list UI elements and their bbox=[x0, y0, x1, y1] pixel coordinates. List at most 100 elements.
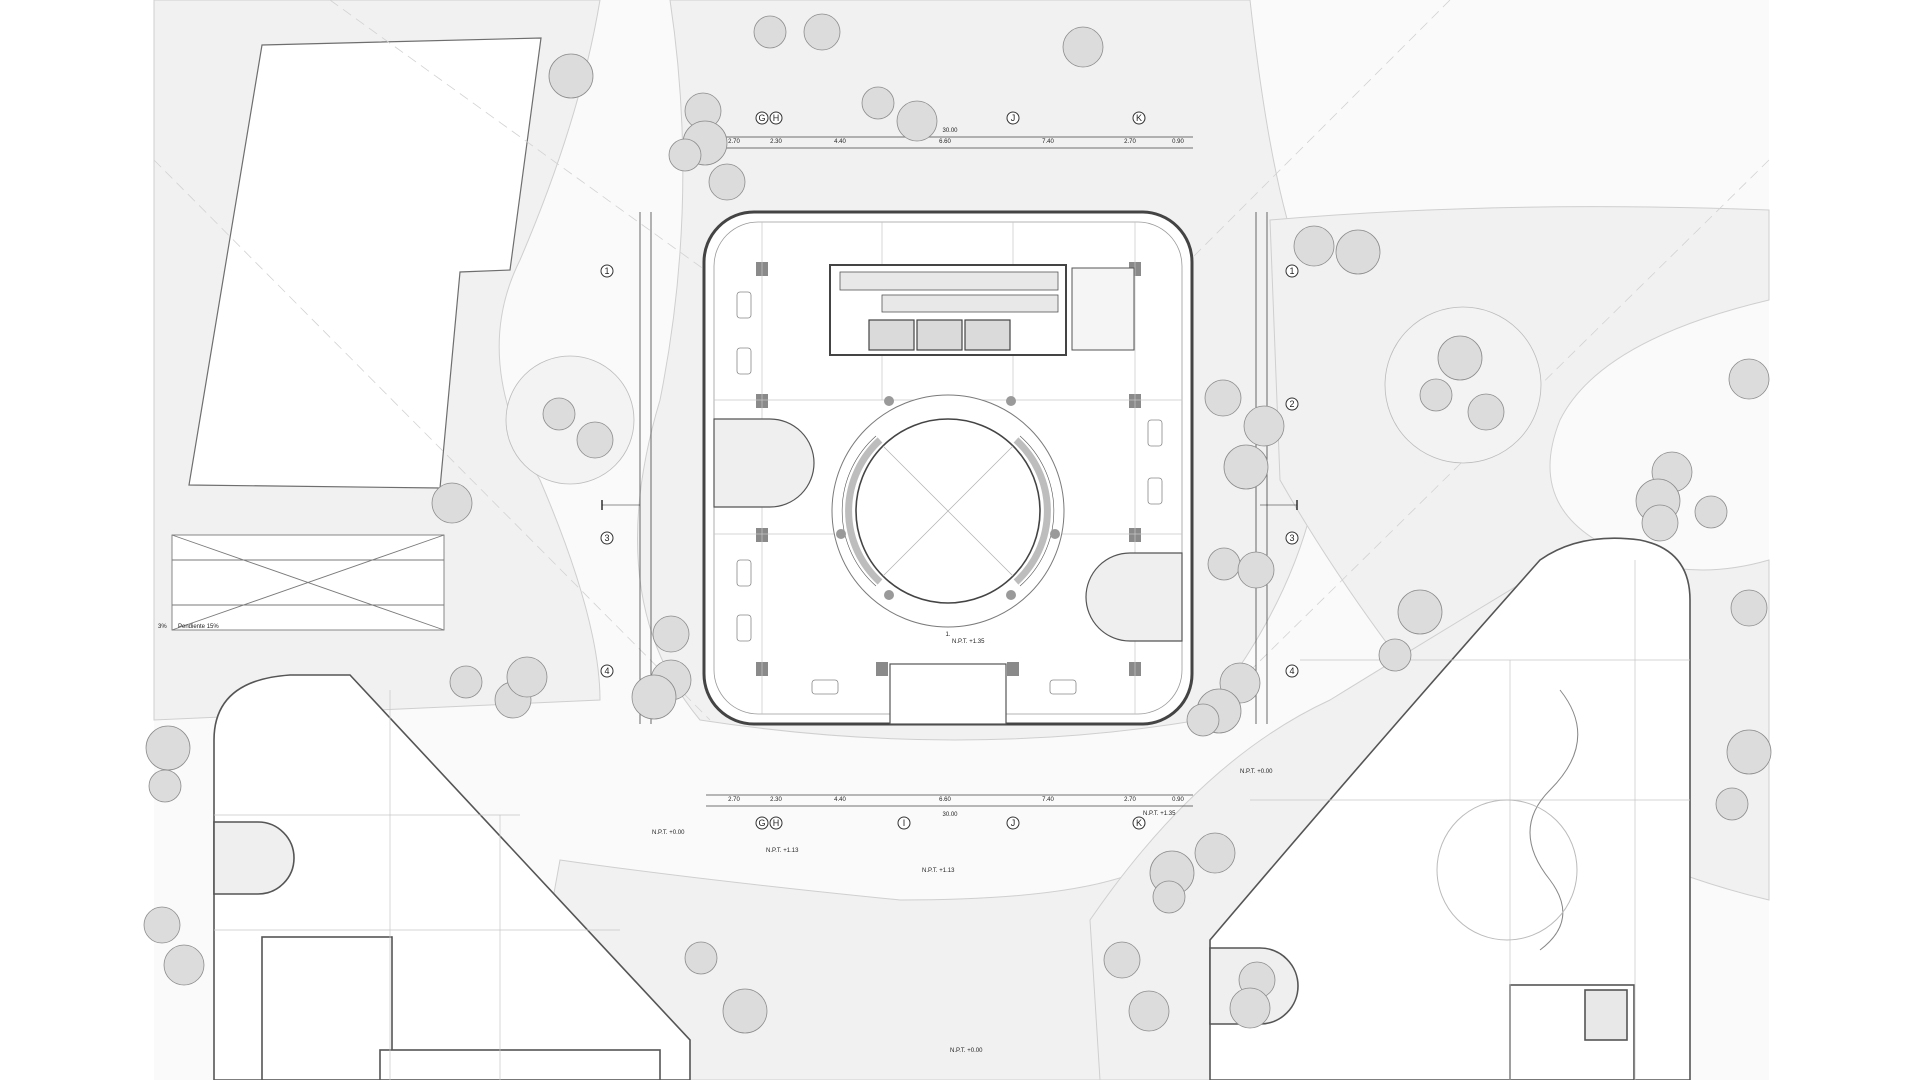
tree-icon bbox=[1103, 941, 1141, 979]
svg-text:0.90: 0.90 bbox=[1172, 139, 1184, 145]
dimension-lines bbox=[639, 136, 1268, 807]
tree-icon bbox=[506, 656, 548, 698]
tree-icon bbox=[1419, 378, 1453, 412]
tree-icon bbox=[576, 421, 614, 459]
tree-icon bbox=[861, 86, 895, 120]
svg-text:2.30: 2.30 bbox=[770, 139, 782, 145]
tree-icon bbox=[431, 482, 473, 524]
tree-icon bbox=[753, 15, 787, 49]
grid-row-bubbles-right bbox=[1285, 264, 1299, 678]
tree-icon bbox=[668, 138, 702, 172]
grid-label-1-right: 1 bbox=[1289, 266, 1294, 276]
tree-icon bbox=[896, 100, 938, 142]
tree-icon bbox=[631, 674, 677, 720]
tree-icon bbox=[1378, 638, 1412, 672]
tree-icon bbox=[1641, 504, 1679, 542]
grid-label-2-right: 2 bbox=[1289, 399, 1294, 409]
tree-icon bbox=[1715, 787, 1749, 821]
elevator-icon bbox=[868, 319, 1011, 351]
level-walk-b: N.P.T. +1.13 bbox=[922, 868, 955, 874]
ramp-percent-label: 3% bbox=[158, 624, 167, 630]
svg-text:7.40: 7.40 bbox=[1042, 797, 1054, 803]
tree-icon bbox=[652, 615, 690, 653]
svg-text:2.70: 2.70 bbox=[728, 139, 740, 145]
west-parcel bbox=[188, 37, 542, 489]
grid-label-J-top: J bbox=[1011, 113, 1016, 123]
tree-icon bbox=[803, 13, 841, 51]
serpentine-bench bbox=[1436, 689, 1579, 951]
grid-label-G-top: G bbox=[758, 113, 765, 123]
svg-text:2.70: 2.70 bbox=[728, 797, 740, 803]
grid-label-I-bottom: I bbox=[903, 818, 906, 828]
grid-bubble-J-top bbox=[1006, 111, 1020, 125]
room-tag: 1. bbox=[945, 632, 950, 638]
ramp bbox=[171, 534, 445, 631]
grid-label-J-bottom: J bbox=[1011, 818, 1016, 828]
grid-column-bubbles-bottom bbox=[755, 816, 1146, 830]
pavilion bbox=[702, 210, 1194, 726]
dimension-text-bottom: 2.70 2.30 4.40 6.60 7.40 2.70 0.90 bbox=[728, 797, 1184, 803]
section-marker-right bbox=[1260, 500, 1298, 510]
tree-icon bbox=[1128, 990, 1170, 1032]
grid-bubble-G-top bbox=[755, 111, 769, 125]
tree-icon bbox=[1207, 547, 1241, 581]
trees-group bbox=[143, 13, 1772, 1034]
tree-icon bbox=[1467, 393, 1505, 431]
grid-label-1-left: 1 bbox=[604, 266, 609, 276]
grid-label-3-left: 3 bbox=[604, 533, 609, 543]
grid-bubble-H-top bbox=[769, 111, 783, 125]
tree-icon bbox=[1204, 379, 1242, 417]
tree-icon bbox=[449, 665, 483, 699]
tree-icon bbox=[1726, 729, 1772, 775]
level-plaza-west: N.P.T. +0.00 bbox=[652, 830, 685, 836]
ramp-slope-label: Pendiente 15% bbox=[178, 624, 219, 630]
tree-icon bbox=[1397, 589, 1443, 635]
grid-label-4-left: 4 bbox=[604, 666, 609, 676]
site-axis-lines bbox=[153, 0, 1770, 721]
tree-icon bbox=[1728, 358, 1770, 400]
level-south: N.P.T. +0.00 bbox=[950, 1048, 983, 1054]
tree-icon bbox=[1237, 551, 1275, 589]
tree-icon bbox=[1243, 405, 1285, 447]
level-walk-a: N.P.T. +1.13 bbox=[766, 848, 799, 854]
west-planter-bay bbox=[713, 418, 815, 508]
tree-icon bbox=[1694, 495, 1728, 529]
grid-label-H-top: H bbox=[773, 113, 780, 123]
grid-label-K-top: K bbox=[1136, 113, 1142, 123]
service-core bbox=[829, 264, 1135, 356]
svg-text:2.70: 2.70 bbox=[1124, 139, 1136, 145]
dimension-text-top: 2.70 2.30 4.40 6.60 7.40 2.70 0.90 bbox=[728, 139, 1184, 145]
tree-icon bbox=[1335, 229, 1381, 275]
tree-icon bbox=[1730, 589, 1768, 627]
tree-icon bbox=[722, 988, 768, 1034]
southwest-building bbox=[213, 674, 691, 1080]
tree-icon bbox=[148, 769, 182, 803]
southeast-interior-lines bbox=[1250, 560, 1690, 1080]
tree-icon bbox=[548, 53, 594, 99]
svg-text:6.60: 6.60 bbox=[939, 797, 951, 803]
tree-icon bbox=[1062, 26, 1104, 68]
tree-icon bbox=[1186, 703, 1220, 737]
grid-bubble-K-top bbox=[1132, 111, 1146, 125]
total-dimension-top: 30.00 bbox=[942, 128, 958, 134]
tree-icon bbox=[163, 944, 205, 986]
table-icon bbox=[736, 291, 1163, 695]
grid-label-3-right: 3 bbox=[1289, 533, 1294, 543]
tree-icon bbox=[1229, 987, 1271, 1029]
tree-icon bbox=[1223, 444, 1269, 490]
level-plaza-east: N.P.T. +0.00 bbox=[1240, 769, 1273, 775]
southwest-interior-lines bbox=[214, 690, 620, 1080]
tree-icon bbox=[1152, 880, 1186, 914]
tree-icon bbox=[684, 941, 718, 975]
svg-text:6.60: 6.60 bbox=[939, 139, 951, 145]
svg-text:0.90: 0.90 bbox=[1172, 797, 1184, 803]
grid-label-H-bottom: H bbox=[773, 818, 780, 828]
grid-label-K-bottom: K bbox=[1136, 818, 1142, 828]
grid-label-G-bottom: G bbox=[758, 818, 765, 828]
svg-text:7.40: 7.40 bbox=[1042, 139, 1054, 145]
tree-icon bbox=[708, 163, 746, 201]
main-entrance bbox=[889, 663, 1007, 725]
svg-text:2.70: 2.70 bbox=[1124, 797, 1136, 803]
